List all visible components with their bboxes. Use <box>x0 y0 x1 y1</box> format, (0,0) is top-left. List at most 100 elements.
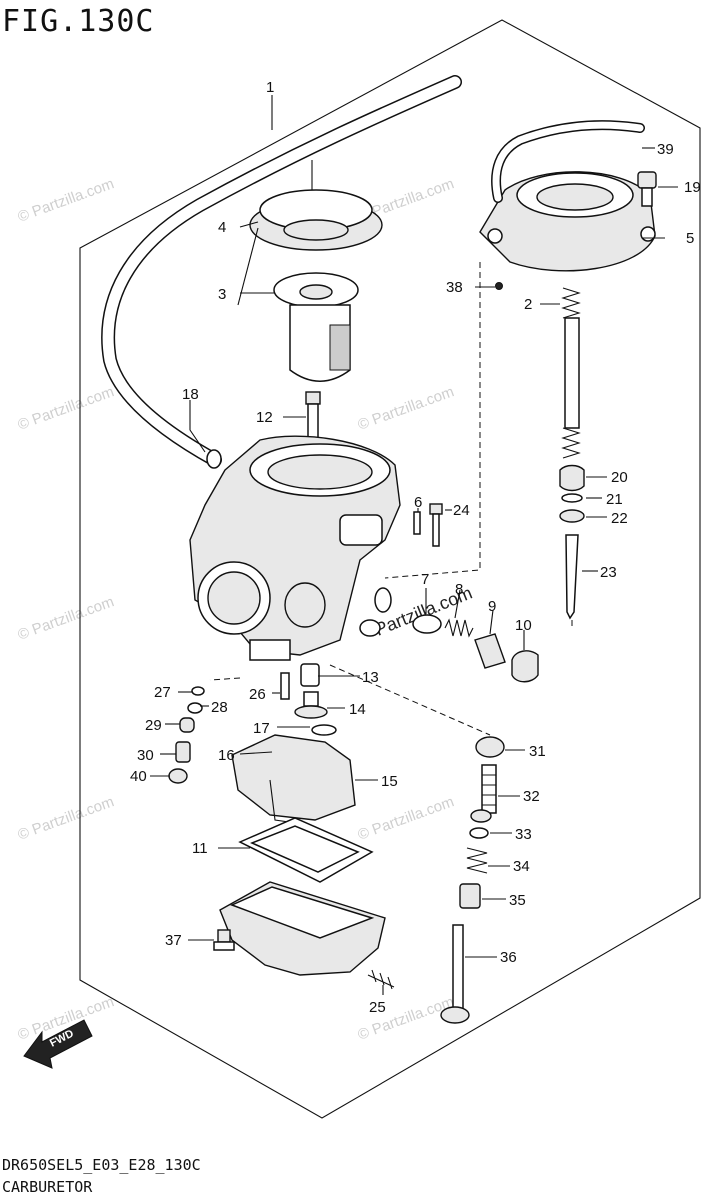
jet-holder-neck <box>303 691 319 707</box>
callout-15: 15 <box>381 773 398 790</box>
callout-39: 39 <box>657 141 674 158</box>
callout-33: 33 <box>515 826 532 843</box>
watermark: © Partzilla.com <box>16 793 117 844</box>
float <box>231 734 356 821</box>
forward-arrow-icon <box>23 1019 93 1069</box>
carburetor-bore <box>267 454 373 490</box>
top-cap-hole <box>536 183 614 211</box>
screw-shank <box>432 513 440 547</box>
jet-needle <box>565 534 579 620</box>
spring <box>561 287 581 319</box>
callout-35: 35 <box>509 892 526 909</box>
callout-36: 36 <box>500 949 517 966</box>
gasket-inner <box>250 825 360 873</box>
drain-screw <box>367 969 395 990</box>
callout-4: 4 <box>218 219 226 236</box>
callout-20: 20 <box>611 469 628 486</box>
vent-hose-inner <box>102 76 461 466</box>
threaded-rod <box>481 764 497 814</box>
screw-head <box>217 929 231 943</box>
callout-14: 14 <box>349 701 366 718</box>
callout-11: 11 <box>192 840 208 857</box>
ring <box>559 509 585 523</box>
piston-valve-hole <box>299 284 333 300</box>
callout-38: 38 <box>446 279 463 296</box>
bolt <box>452 924 464 1011</box>
callout-27: 27 <box>154 684 171 701</box>
bolt-head <box>440 1006 470 1024</box>
idle-knob <box>511 650 539 683</box>
spring-lower <box>561 427 581 459</box>
callout-25: 25 <box>369 999 386 1016</box>
hose-end <box>206 449 222 469</box>
cap <box>412 614 442 634</box>
o-ring <box>469 827 489 839</box>
callout-34: 34 <box>513 858 530 875</box>
screw-shank <box>213 941 235 951</box>
callout-16: 16 <box>218 747 235 764</box>
callout-21: 21 <box>606 491 623 508</box>
callout-17: 17 <box>253 720 270 737</box>
rod-nut <box>470 809 492 823</box>
watermark: © Partzilla.com <box>16 175 117 226</box>
figure-name: CARBURETOR <box>2 1178 93 1196</box>
alignment-lines <box>209 262 573 736</box>
callout-31: 31 <box>529 743 546 760</box>
pin <box>413 511 421 535</box>
callout-10: 10 <box>515 617 532 634</box>
washer <box>191 686 205 696</box>
callout-3: 3 <box>218 286 226 303</box>
callout-28: 28 <box>211 699 228 716</box>
throttle-pulley <box>284 582 326 628</box>
callout-7: 7 <box>421 571 429 588</box>
spring <box>466 847 488 874</box>
leader-lines <box>150 95 678 995</box>
washer <box>561 493 583 503</box>
threads <box>482 774 496 806</box>
idle-spring <box>444 618 474 638</box>
callout-23: 23 <box>600 564 617 581</box>
callout-30: 30 <box>137 747 154 764</box>
callout-32: 32 <box>523 788 540 805</box>
callout-29: 29 <box>145 717 162 734</box>
figure-title: FIG.130C <box>2 4 155 39</box>
pilot-jet <box>280 672 290 700</box>
clip <box>495 282 503 290</box>
callout-13: 13 <box>362 669 379 686</box>
callout-26: 26 <box>249 686 266 703</box>
body-port <box>374 587 392 613</box>
callout-12: 12 <box>256 409 273 426</box>
body-port <box>359 619 381 637</box>
callout-5: 5 <box>686 230 694 247</box>
needle-holder <box>559 464 585 492</box>
callout-labels: 1 2 3 4 5 6 7 8 9 10 11 12 13 14 15 16 1… <box>130 79 701 1016</box>
body-boss <box>339 514 383 546</box>
piston-valve-cut <box>329 324 351 371</box>
screw-head <box>305 391 321 405</box>
callout-8: 8 <box>455 581 463 598</box>
small-hose-inner <box>492 121 644 202</box>
nut <box>475 736 505 758</box>
screw-shank <box>641 187 653 207</box>
ring <box>187 702 203 714</box>
screw <box>175 741 191 763</box>
callout-19: 19 <box>684 179 701 196</box>
watermark: © Partzilla.com <box>356 383 457 434</box>
callout-9: 9 <box>488 598 496 615</box>
callout-37: 37 <box>165 932 182 949</box>
callout-24: 24 <box>453 502 470 519</box>
screw-head <box>429 503 443 515</box>
watermark: © Partzilla.com <box>356 793 457 844</box>
callout-2: 2 <box>524 296 532 313</box>
body-lower-boss <box>249 639 291 661</box>
watermark: © Partzilla.com <box>16 383 117 434</box>
callout-1: 1 <box>266 79 274 96</box>
collar <box>459 883 481 909</box>
plug <box>179 717 195 733</box>
callout-40: 40 <box>130 768 147 785</box>
model-code: DR650SEL5_E03_E28_130C <box>2 1156 201 1174</box>
callout-6: 6 <box>414 494 422 511</box>
jet-holder-flange <box>294 705 328 719</box>
